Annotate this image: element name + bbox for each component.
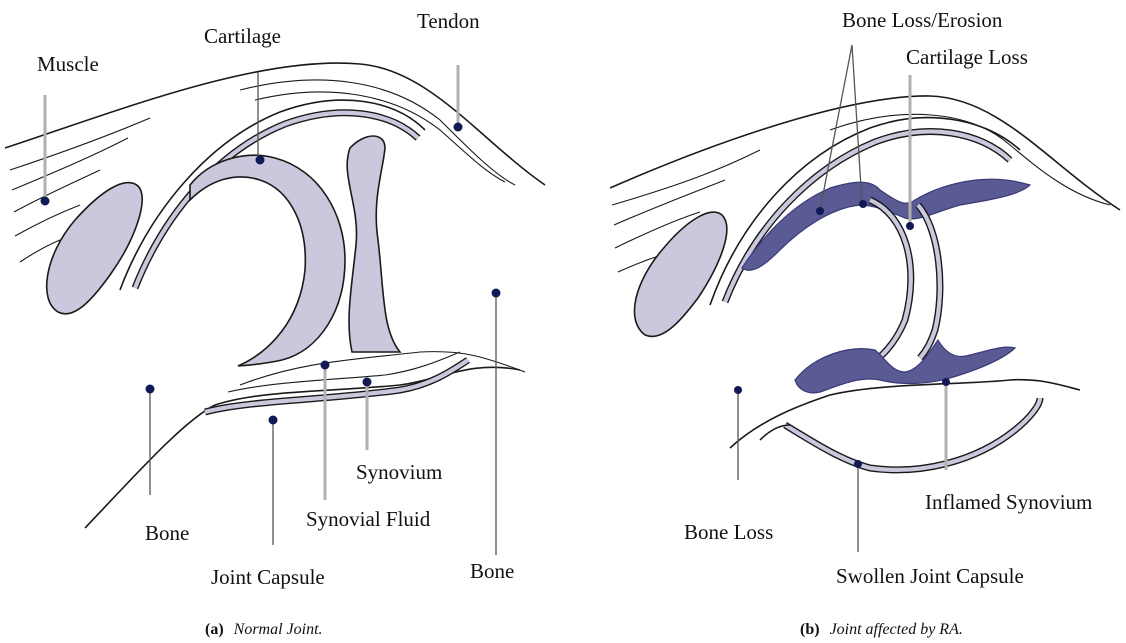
bone-right-marker (492, 289, 501, 298)
thin-cartilage-b (870, 200, 940, 365)
caption-b-tag: (b) (800, 621, 820, 638)
cartilage-marker (256, 156, 265, 165)
bone-erosion-marker-1 (816, 207, 824, 215)
panel-ra-joint: Bone Loss/Erosion Cartilage Loss Bone Lo… (610, 8, 1120, 638)
muscle-oval (47, 183, 143, 314)
label-bone-loss-erosion: Bone Loss/Erosion (842, 8, 1003, 32)
label-bone-loss: Bone Loss (684, 520, 773, 544)
label-bone-right: Bone (470, 559, 514, 583)
joint-capsule-marker (269, 416, 278, 425)
label-muscle: Muscle (37, 52, 99, 76)
cartilage-left (190, 155, 345, 366)
caption-b: (b) Joint affected by RA. (800, 621, 963, 638)
label-cartilage: Cartilage (204, 24, 281, 48)
bone-loss-marker (734, 386, 742, 394)
swollen-capsule-marker (854, 460, 862, 468)
label-inflamed-synovium: Inflamed Synovium (925, 490, 1092, 514)
label-synovium: Synovium (356, 460, 442, 484)
upper-capsule-b (710, 118, 1020, 305)
inflamed-synovium-upper (742, 179, 1030, 270)
synovial-fluid-marker (321, 361, 330, 370)
label-synovial-fluid: Synovial Fluid (306, 507, 431, 531)
caption-a: (a) Normal Joint. (205, 621, 323, 638)
label-cartilage-loss: Cartilage Loss (906, 45, 1028, 69)
cartilage-loss-marker (906, 222, 914, 230)
label-bone-left: Bone (145, 521, 189, 545)
synovium-right (347, 136, 400, 352)
label-swollen-joint-capsule: Swollen Joint Capsule (836, 564, 1024, 588)
label-joint-capsule: Joint Capsule (211, 565, 325, 589)
caption-a-text: Normal Joint. (233, 621, 323, 638)
joint-capsule-band (85, 352, 525, 528)
tendon-marker (454, 123, 463, 132)
label-tendon: Tendon (417, 9, 480, 33)
synovium-marker (363, 378, 372, 387)
muscle-marker (41, 197, 50, 206)
caption-a-tag: (a) (205, 621, 224, 638)
caption-b-text: Joint affected by RA. (830, 621, 963, 638)
inflamed-synovium-marker (942, 378, 950, 386)
bone-left-marker (146, 385, 155, 394)
bone-erosion-marker-2 (859, 200, 867, 208)
swollen-capsule-b (730, 380, 1080, 470)
muscle-oval-b (634, 212, 726, 336)
panel-normal-joint: Muscle Cartilage Tendon Bone Joint Capsu… (5, 9, 545, 638)
